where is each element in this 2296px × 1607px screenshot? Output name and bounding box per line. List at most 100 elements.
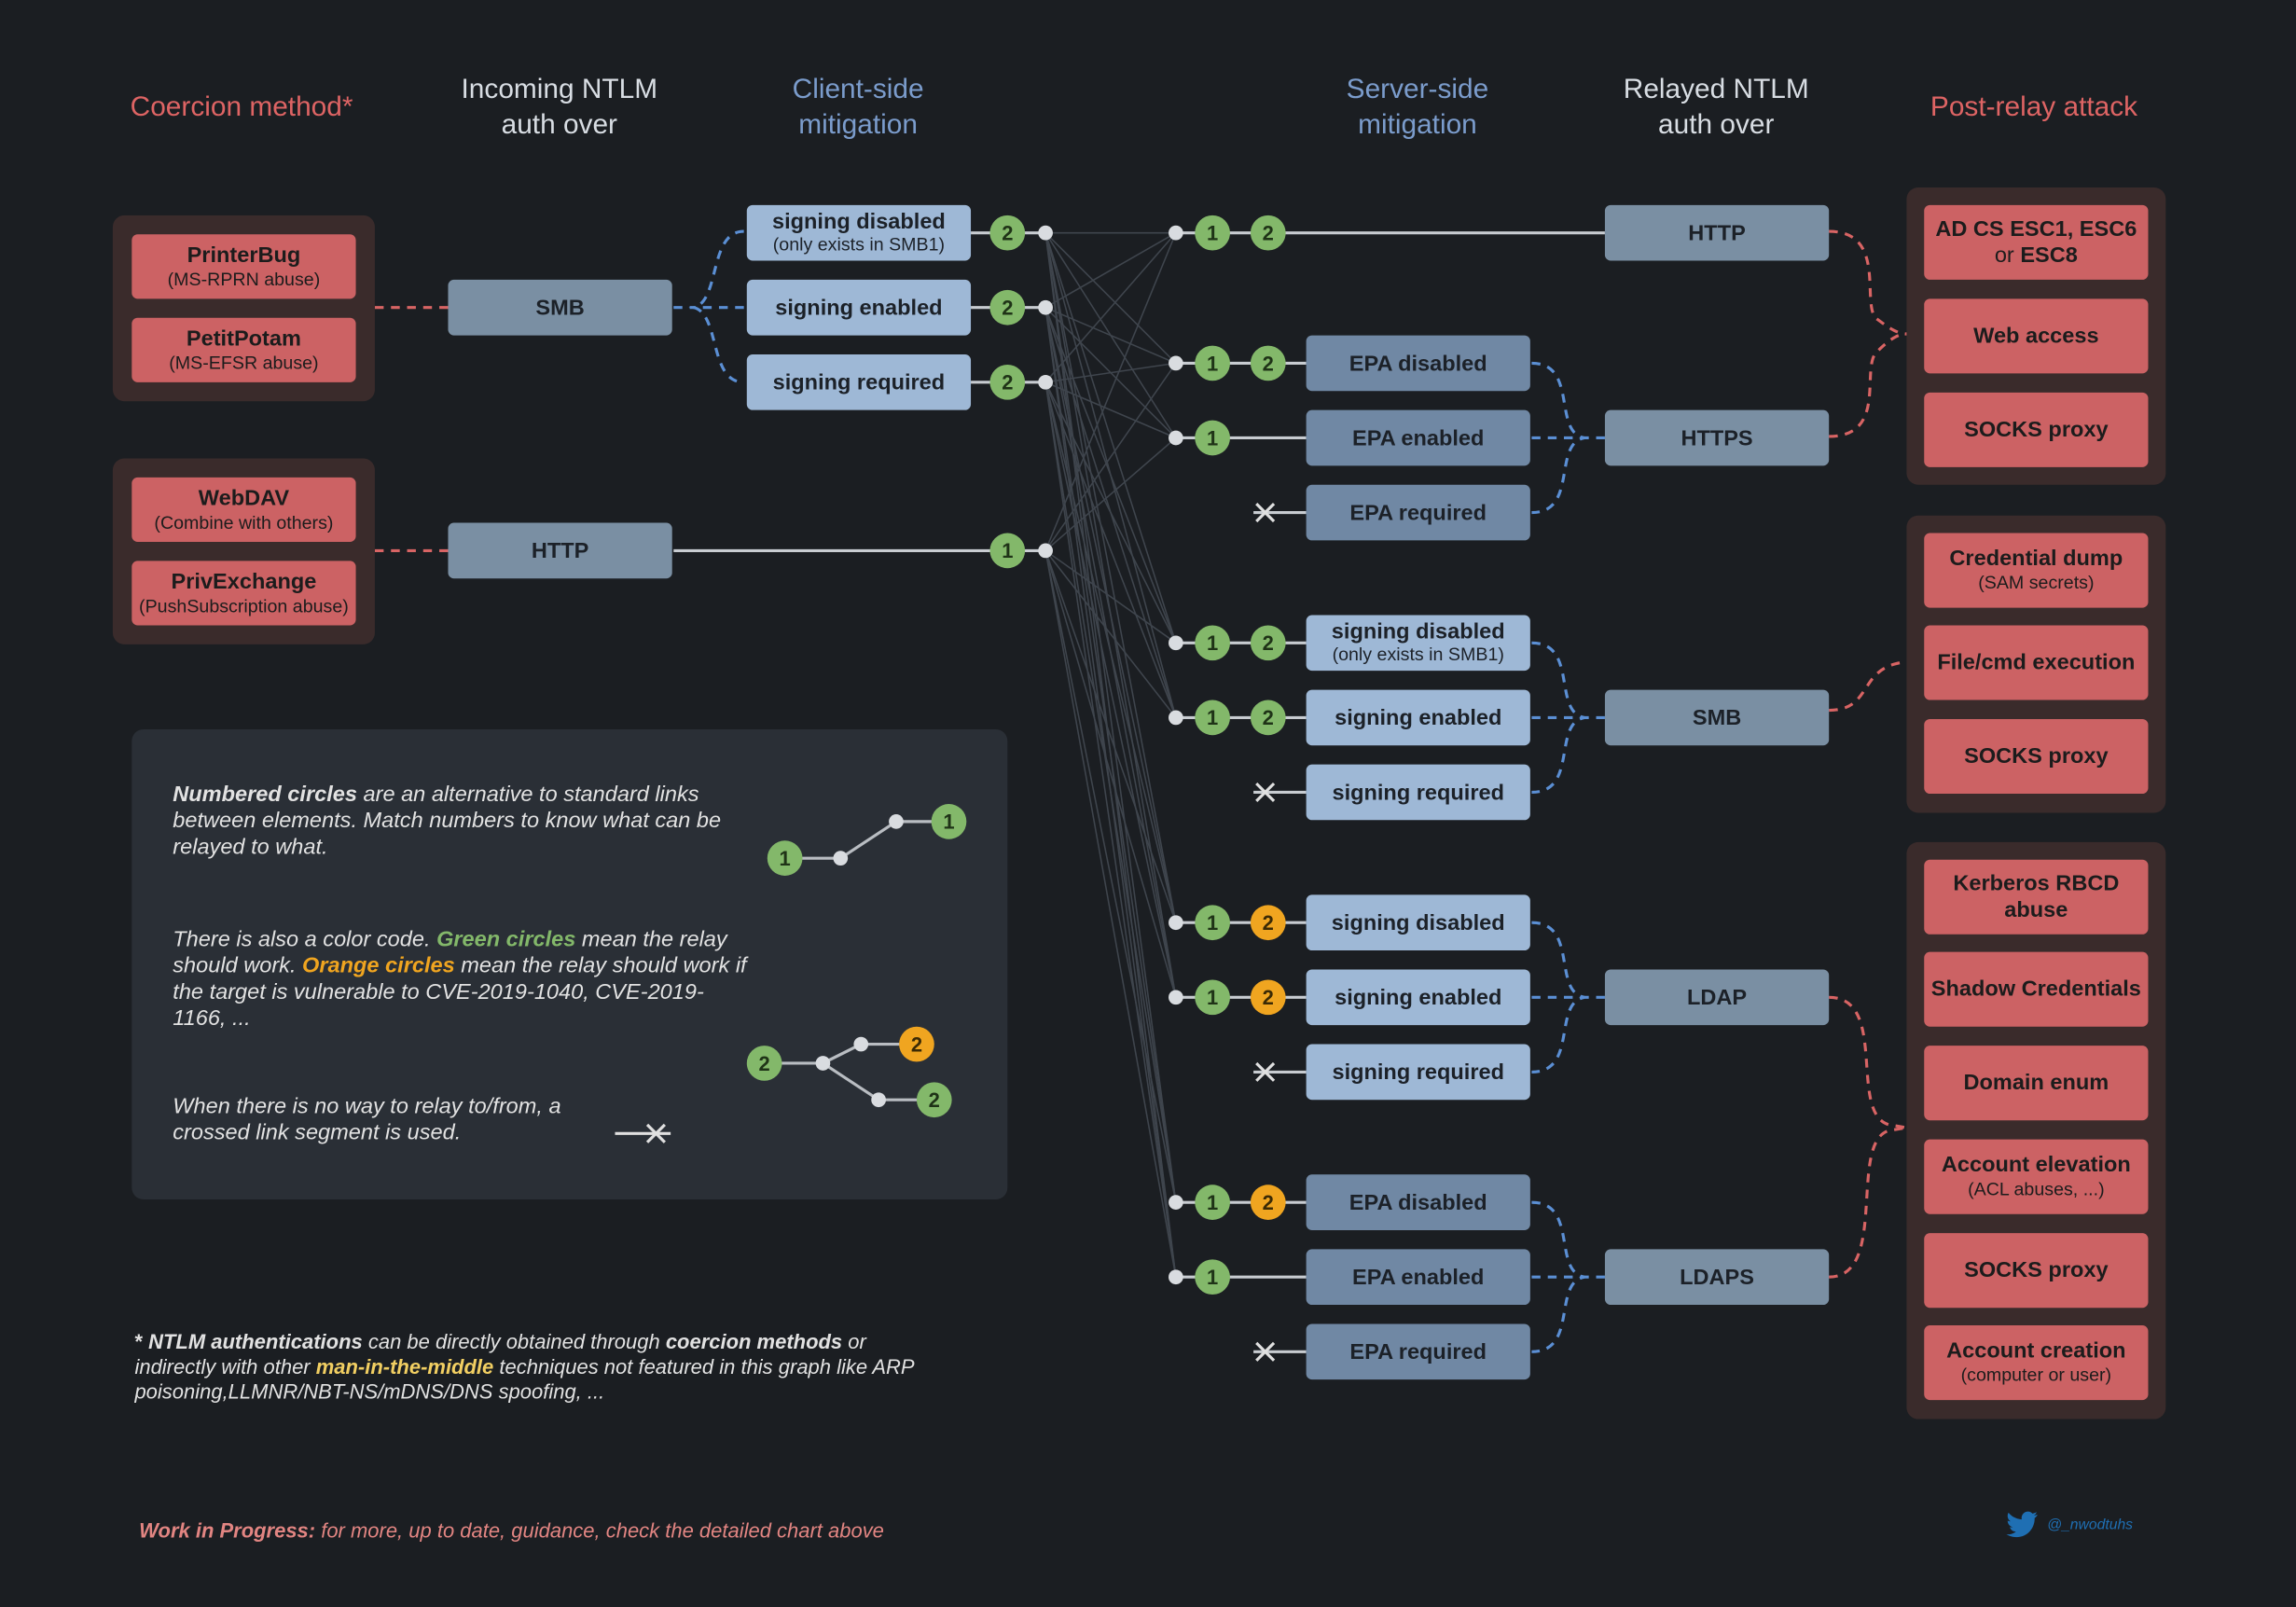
mesh-link bbox=[1044, 307, 1177, 644]
svg-text:1: 1 bbox=[1207, 631, 1218, 655]
privexchange-title: PrivExchange bbox=[171, 569, 317, 594]
circle-ldaps-dis-1: 1 bbox=[1195, 1184, 1230, 1220]
mesh-link bbox=[1044, 550, 1177, 1203]
post-web-socks: SOCKS proxy bbox=[1924, 392, 2149, 467]
account-creation-sub: (computer or user) bbox=[1960, 1365, 2112, 1386]
account-elevation-sub: (ACL abuses, ...) bbox=[1968, 1179, 2105, 1199]
wip-note: Work in Progress: for more, up to date, … bbox=[139, 1518, 959, 1542]
svg-text:2: 2 bbox=[1263, 631, 1274, 655]
mesh-link bbox=[1044, 381, 1177, 439]
post-shadow-creds: Shadow Credentials bbox=[1924, 951, 2149, 1027]
server-ldap-signing-required: signing required bbox=[1306, 1044, 1530, 1101]
mesh-link bbox=[1044, 549, 1177, 644]
footnote-star: * bbox=[134, 1329, 149, 1353]
footnote-bold-ntlm: NTLM authentications bbox=[148, 1329, 363, 1353]
server-http-epa-enabled: EPA enabled bbox=[1306, 409, 1530, 466]
post-account-elevation: Account elevation (ACL abuses, ...) bbox=[1924, 1139, 2149, 1214]
legend-ex-circle-2a: 2 bbox=[759, 1052, 770, 1075]
svg-text:1: 1 bbox=[1207, 986, 1218, 1009]
mesh-link bbox=[1044, 231, 1177, 309]
server-ldaps-epa-required: EPA required bbox=[1306, 1323, 1530, 1380]
mesh-link bbox=[1044, 436, 1177, 551]
legend-numbered-bold: Numbered circles bbox=[173, 782, 357, 808]
mesh-link bbox=[1044, 381, 1177, 644]
circle-ldaps-en-1: 1 bbox=[1195, 1259, 1230, 1295]
svg-text:2: 2 bbox=[1002, 222, 1013, 245]
webdav-sub: (Combine with others) bbox=[154, 511, 334, 533]
svg-text:1: 1 bbox=[1207, 1266, 1218, 1289]
twitter-handle-text: @_nwodtuhs bbox=[2047, 1516, 2134, 1533]
cred-dump-sub: (SAM secrets) bbox=[1978, 572, 2095, 593]
smb-socks-label: SOCKS proxy bbox=[1964, 742, 2109, 769]
circle-ldap-dis-2: 2 bbox=[1250, 905, 1286, 941]
mesh-link bbox=[1044, 232, 1177, 383]
circle-ldap-en-2: 2 bbox=[1250, 979, 1286, 1016]
mesh-link bbox=[1044, 362, 1177, 551]
mesh-link bbox=[1044, 550, 1177, 998]
svg-text:2: 2 bbox=[1263, 706, 1274, 729]
legend-numbered-rest: are an alternative to standard links bet… bbox=[173, 782, 722, 860]
server-smb-signing-disabled-label: signing disabled bbox=[1331, 619, 1505, 644]
mesh-link bbox=[1045, 362, 1176, 383]
coercion-printerbug: PrinterBug (MS-RPRN abuse) bbox=[131, 234, 356, 299]
circle-smb-en-1: 1 bbox=[1195, 700, 1230, 736]
svg-text:2: 2 bbox=[1002, 297, 1013, 320]
circle-epa-en-1: 1 bbox=[1195, 420, 1230, 456]
footnote-text-1: can be directly obtained through bbox=[362, 1329, 666, 1353]
header-incoming: Incoming NTLM auth over bbox=[461, 75, 658, 141]
post-group-ldap bbox=[1906, 841, 2166, 1420]
twitter-handle[interactable]: @_nwodtuhs bbox=[2006, 1511, 2134, 1538]
server-smb-signing-enabled: signing enabled bbox=[1306, 689, 1530, 746]
mesh-link bbox=[1044, 381, 1177, 1203]
circle-smb-dis-2: 2 bbox=[1250, 625, 1286, 661]
account-elevation-label: Account elevation bbox=[1941, 1152, 2131, 1178]
server-ldap-signing-enabled: signing enabled bbox=[1306, 969, 1530, 1026]
relayed-ldaps: LDAPS bbox=[1604, 1249, 1830, 1306]
post-domain-enum: Domain enum bbox=[1924, 1046, 2149, 1121]
server-ldaps-epa-disabled: EPA disabled bbox=[1306, 1174, 1530, 1230]
circle-srv-http-2: 2 bbox=[1250, 215, 1286, 251]
legend-color-a: There is also a color code. bbox=[173, 926, 437, 952]
legend-examples: 1 1 2 2 2 bbox=[746, 804, 967, 1118]
footnote-text-3: techniques not featured in this graph li… bbox=[134, 1354, 914, 1404]
relayed-ldap: LDAP bbox=[1604, 969, 1830, 1026]
mesh-link bbox=[1044, 550, 1177, 923]
adcs-line2: or ESC8 bbox=[1995, 242, 2078, 269]
post-file-exec: File/cmd execution bbox=[1924, 625, 2149, 700]
adcs-esc8: ESC8 bbox=[2020, 242, 2078, 268]
svg-text:2: 2 bbox=[1263, 986, 1274, 1009]
post-adcs: AD CS ESC1, ESC6 or ESC8 bbox=[1924, 204, 2149, 280]
svg-text:2: 2 bbox=[1263, 222, 1274, 245]
svg-text:2: 2 bbox=[1263, 352, 1274, 375]
svg-text:1: 1 bbox=[1207, 352, 1218, 375]
circle-ldap-en-1: 1 bbox=[1195, 979, 1230, 1016]
server-smb-signing-disabled: signing disabled (only exists in SMB1) bbox=[1306, 615, 1530, 672]
footnote-text-2: or indirectly with other bbox=[134, 1329, 866, 1378]
mesh-link bbox=[1044, 381, 1177, 718]
legend-panel bbox=[131, 728, 1008, 1199]
wip-bold: Work in Progress: bbox=[139, 1518, 316, 1543]
legend-numbered-text: Numbered circles are an alternative to s… bbox=[173, 782, 751, 861]
mesh-link bbox=[1044, 232, 1177, 644]
adcs-or: or bbox=[1994, 242, 2014, 268]
server-smb-signing-disabled-sub: (only exists in SMB1) bbox=[1332, 644, 1504, 665]
circle-ldaps-dis-2: 2 bbox=[1250, 1184, 1286, 1220]
circle-epa-dis-2: 2 bbox=[1250, 345, 1286, 381]
coercion-webdav: WebDAV (Combine with others) bbox=[131, 477, 356, 542]
svg-text:2: 2 bbox=[1263, 911, 1274, 935]
svg-text:1: 1 bbox=[1207, 426, 1218, 450]
svg-text:1: 1 bbox=[1207, 222, 1218, 245]
rbcd-label: Kerberos RBCD abuse bbox=[1953, 870, 2120, 922]
relay-mesh-lines bbox=[1044, 231, 1177, 1278]
mesh-link bbox=[1044, 307, 1177, 1203]
header-post: Post-relay attack bbox=[1929, 91, 2138, 123]
circle-client-2a: 2 bbox=[989, 215, 1026, 251]
mesh-link bbox=[1044, 232, 1177, 364]
adcs-line1: AD CS ESC1, ESC6 bbox=[1935, 215, 2137, 242]
mesh-link bbox=[1044, 307, 1177, 365]
mesh-link bbox=[1044, 232, 1177, 551]
mesh-link bbox=[1044, 550, 1177, 1278]
privexchange-sub: (PushSubscription abuse) bbox=[139, 595, 349, 616]
server-ldap-signing-disabled: signing disabled bbox=[1306, 894, 1530, 951]
legend-orange-label: Orange circles bbox=[302, 953, 455, 978]
